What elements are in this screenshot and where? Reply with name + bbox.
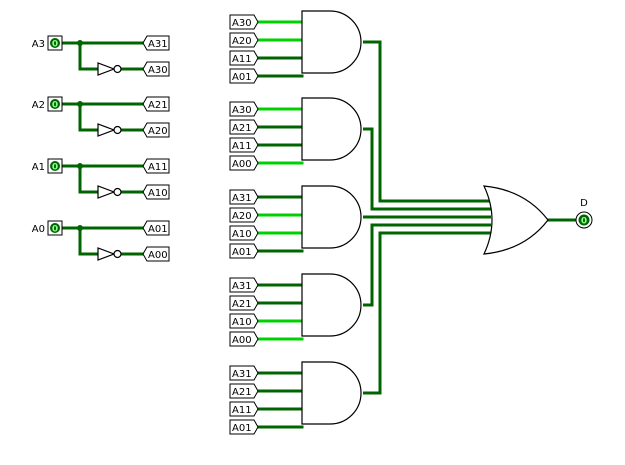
or-gate	[483, 185, 549, 255]
and-4-input-0: A31	[232, 369, 252, 380]
not-gate-bubble-0	[113, 64, 122, 74]
and-1-input-3: A00	[232, 159, 252, 170]
wire	[78, 228, 98, 256]
and-3-input-2-shape	[229, 313, 259, 329]
and-1-input-3-shape	[229, 155, 259, 171]
and-2-input-2: A10	[232, 229, 252, 240]
input-pin-value-3: 0	[52, 225, 58, 235]
and-0-input-0-shape	[229, 14, 259, 30]
tunnel-2-inverted: A10	[148, 188, 168, 199]
and-0-input-3-shape	[229, 68, 259, 84]
not-gate-bubble-2	[113, 187, 122, 197]
and-4-input-2-shape	[229, 401, 259, 417]
not-gate-1	[97, 123, 116, 137]
tunnel-3-direct-shape	[142, 220, 170, 236]
tunnel-0-direct: A31	[148, 39, 168, 50]
input-pin-label-1: A2	[32, 100, 45, 111]
and-0-input-1: A20	[232, 36, 252, 47]
and-3-input-3-shape	[229, 331, 259, 347]
wire	[363, 127, 491, 211]
and-2-input-3-shape	[229, 243, 259, 259]
input-pin-value-1: 0	[52, 101, 58, 111]
and-0-input-2-shape	[229, 50, 259, 66]
wire-layer	[60, 20, 578, 429]
and-1-input-1-shape	[229, 119, 259, 135]
input-pin-bit-2[interactable]	[50, 161, 60, 171]
and-2-input-0: A31	[232, 193, 252, 204]
and-1-input-1: A21	[232, 123, 252, 134]
and-0-input-3: A01	[232, 72, 252, 83]
input-pin-value-2: 0	[52, 163, 58, 173]
tunnel-3-inverted-shape	[142, 246, 170, 262]
not-gate-3	[97, 247, 116, 261]
input-pin-label-0: A3	[32, 39, 45, 50]
input-pin-bit-3[interactable]	[50, 223, 60, 233]
and-1-input-0: A30	[232, 105, 252, 116]
and-4-input-0-shape	[229, 365, 259, 381]
and-4-input-1: A21	[232, 387, 252, 398]
input-pin-bit-0[interactable]	[50, 38, 60, 48]
not-gate-bubble-3	[113, 249, 122, 259]
wire	[363, 40, 491, 203]
and-1-input-2: A11	[232, 141, 252, 152]
input-pin-label-2: A1	[32, 162, 45, 173]
output-pin-value: 0	[581, 217, 587, 227]
tunnel-2-direct: A11	[148, 162, 168, 173]
tunnel-0-inverted: A30	[148, 65, 168, 76]
and-0-input-1-shape	[229, 32, 259, 48]
input-pin-label-3: A0	[32, 224, 45, 235]
and-0-input-2: A11	[232, 54, 252, 65]
and-2-input-0-shape	[229, 189, 259, 205]
and-2-input-3: A01	[232, 247, 252, 258]
and-3-input-0-shape	[229, 277, 259, 293]
and-gate-3	[301, 273, 362, 337]
and-gate-1	[301, 97, 362, 161]
and-gate-2	[301, 185, 362, 249]
tunnel-1-inverted-shape	[142, 122, 170, 138]
tunnel-1-direct: A21	[148, 100, 168, 111]
input-pin-value-0: 0	[52, 40, 58, 50]
and-3-input-2: A10	[232, 317, 252, 328]
not-gate-0	[97, 62, 116, 76]
and-4-input-1-shape	[229, 383, 259, 399]
tunnel-2-direct-shape	[142, 158, 170, 174]
and-1-input-2-shape	[229, 137, 259, 153]
and-gate-4	[301, 361, 362, 425]
tunnel-1-inverted: A20	[148, 126, 168, 137]
wire	[78, 43, 98, 71]
and-3-input-3: A00	[232, 335, 252, 346]
output-pin-label: D	[580, 198, 588, 209]
tunnel-3-direct: A01	[148, 224, 168, 235]
tunnel-1-direct-shape	[142, 96, 170, 112]
and-2-input-2-shape	[229, 225, 259, 241]
not-gate-2	[97, 185, 116, 199]
output-pin-bit	[578, 214, 590, 226]
wire	[78, 104, 98, 132]
and-0-input-0: A30	[232, 18, 252, 29]
tunnel-2-inverted-shape	[142, 184, 170, 200]
tunnel-0-direct-shape	[142, 35, 170, 51]
and-4-input-3: A01	[232, 423, 252, 434]
and-4-input-2: A11	[232, 405, 252, 416]
tunnel-3-inverted: A00	[148, 250, 168, 261]
and-3-input-1-shape	[229, 295, 259, 311]
and-gate-0	[301, 10, 362, 74]
and-3-input-0: A31	[232, 281, 252, 292]
and-1-input-0-shape	[229, 101, 259, 117]
and-2-input-1: A20	[232, 211, 252, 222]
wire	[363, 223, 491, 307]
and-4-input-3-shape	[229, 419, 259, 435]
and-3-input-1: A21	[232, 299, 252, 310]
wire	[363, 231, 491, 395]
and-2-input-1-shape	[229, 207, 259, 223]
input-pin-bit-1[interactable]	[50, 99, 60, 109]
wire	[78, 166, 98, 194]
not-gate-bubble-1	[113, 125, 122, 135]
tunnel-0-inverted-shape	[142, 61, 170, 77]
